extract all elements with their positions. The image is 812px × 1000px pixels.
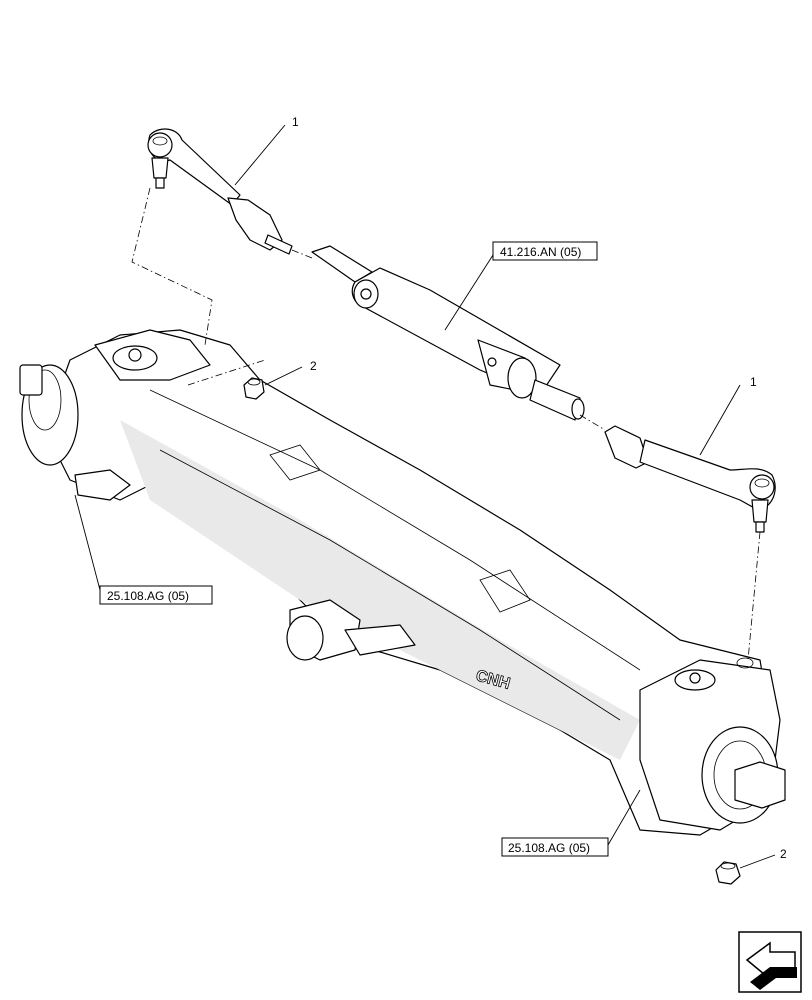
- nut-upper: [243, 377, 265, 400]
- axle-housing: CNH: [19, 329, 786, 836]
- tie-rod-end-right: [604, 425, 776, 533]
- tie-rod-end-upper: [147, 128, 293, 255]
- ref-axle-right[interactable]: 25.108.AG (05): [501, 837, 609, 857]
- callout-1-right: 1: [750, 375, 757, 389]
- nut-lower: [715, 861, 741, 885]
- callout-2-lower: 2: [780, 847, 787, 861]
- ref-axle-left[interactable]: 25.108.AG (05): [99, 585, 213, 605]
- callout-2-upper: 2: [310, 359, 317, 373]
- assembly-lines: [131, 187, 761, 661]
- svg-text:25.108.AG (05): 25.108.AG (05): [508, 841, 590, 855]
- svg-text:25.108.AG (05): 25.108.AG (05): [107, 589, 189, 603]
- callout-1-upper: 1: [292, 115, 299, 129]
- svg-text:41.216.AN (05): 41.216.AN (05): [500, 245, 581, 259]
- leader-lines: [74, 124, 776, 869]
- steering-cylinder: [311, 245, 585, 421]
- previous-arrow-icon[interactable]: [738, 931, 802, 993]
- ref-steering-cylinder[interactable]: 41.216.AN (05): [492, 241, 598, 261]
